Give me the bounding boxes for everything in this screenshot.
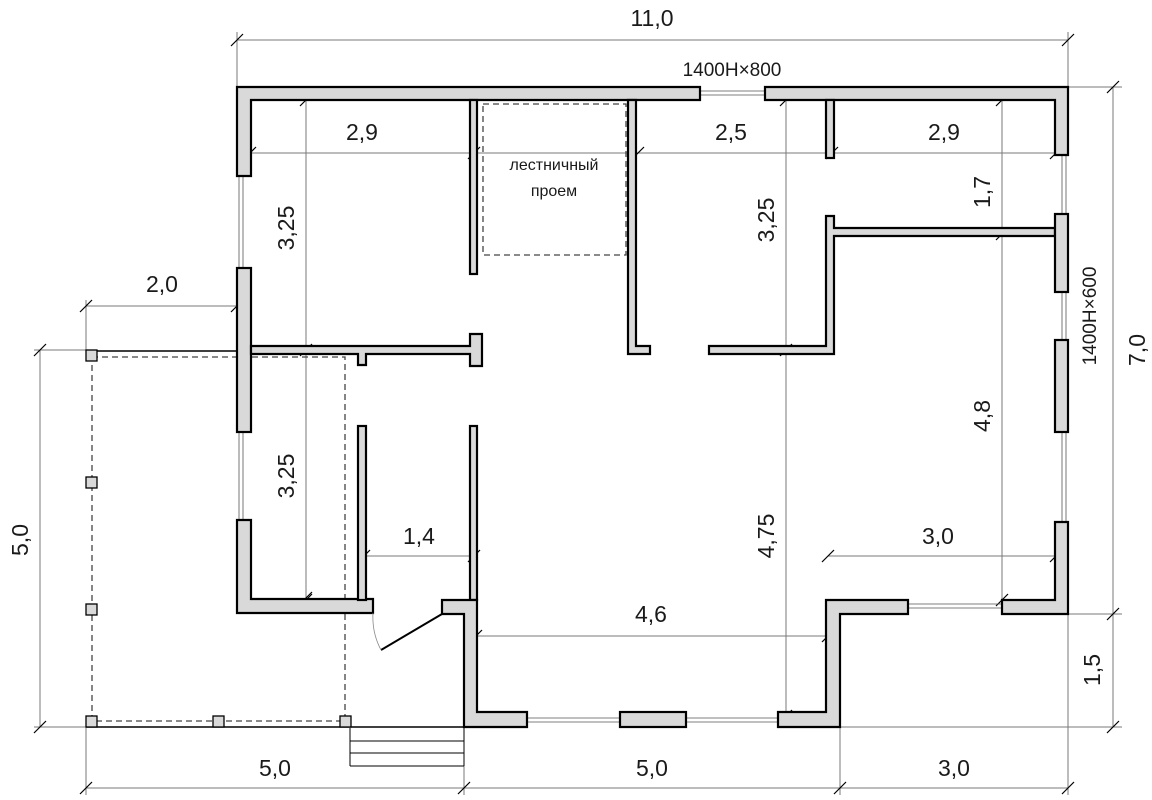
- dim-total-width: 11,0: [630, 5, 673, 31]
- terrace: [85, 349, 465, 767]
- windows: [238, 90, 1067, 723]
- bath-door: [372, 612, 443, 651]
- dim-hall-height: 4,75: [753, 514, 779, 559]
- dimension-labels: 11,0 7,0 2,0 5,0 5,0 5,0 3,0 1,5 2,9 2,5…: [7, 5, 1150, 781]
- dim-hall-width: 4,6: [635, 601, 667, 627]
- dim-room-bl-height: 3,25: [273, 454, 299, 499]
- dim-room-tl-width: 2,9: [346, 119, 378, 145]
- dim-room-right-height: 4,8: [969, 400, 995, 432]
- dim-room-center-height: 3,25: [753, 198, 779, 243]
- dim-alcove-width: 3,0: [922, 523, 954, 549]
- dim-room-tc-width: 2,5: [715, 119, 747, 145]
- window-top-label: 1400Н×800: [683, 60, 782, 81]
- stair-opening: [482, 103, 627, 256]
- stair-label-line2: проем: [531, 183, 577, 200]
- dim-room-tr-height: 1,7: [969, 176, 995, 208]
- dim-room-tl-height: 3,25: [273, 206, 299, 251]
- dim-right-offset: 1,5: [1079, 654, 1105, 686]
- walls: [235, 85, 1070, 729]
- dim-room-tr-width: 2,9: [928, 119, 960, 145]
- entrance-steps: [349, 728, 465, 767]
- dim-bath-width: 1,4: [403, 523, 435, 549]
- dimension-lines: [33, 32, 1122, 795]
- dim-bottom-left: 5,0: [259, 755, 291, 781]
- window-right-label: 1400Н×600: [1080, 267, 1101, 366]
- dim-terrace-width: 2,0: [146, 271, 178, 297]
- dim-total-height: 7,0: [1124, 334, 1150, 366]
- dim-bottom-mid: 5,0: [636, 755, 668, 781]
- dim-bottom-right: 3,0: [938, 755, 970, 781]
- dim-terrace-height: 5,0: [7, 524, 33, 556]
- stair-label-line1: лестничный: [510, 157, 599, 174]
